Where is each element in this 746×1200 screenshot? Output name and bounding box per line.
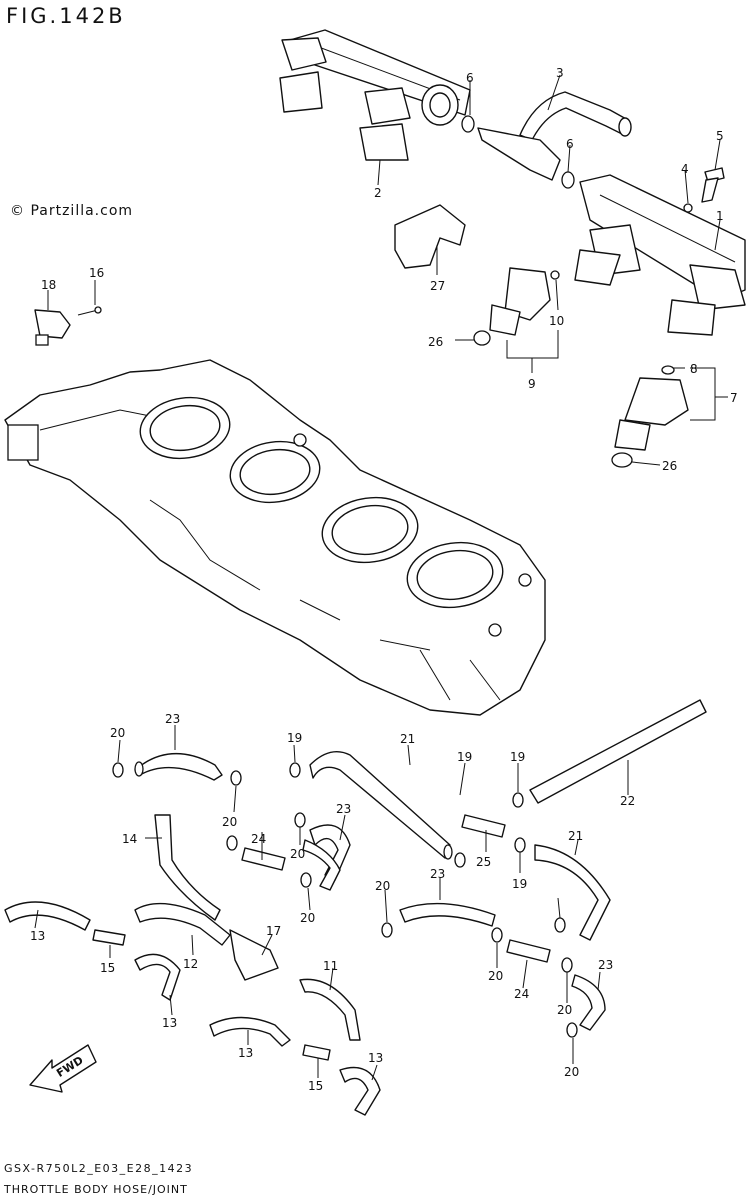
callout: 20 [557,1003,572,1017]
callout: 19 [457,750,472,764]
callout: 13 [368,1051,383,1065]
callout: 12 [183,957,198,971]
callout: 22 [620,794,635,808]
bolt-part [701,167,725,203]
callout: 14 [122,832,137,846]
callout: 6 [566,137,574,151]
callout: 6 [466,71,474,85]
callout-labels: 1 2 3 5 6 6 4 2 27 10 16 18 26 9 8 7 26 … [30,66,738,1093]
injector-9 [473,267,560,346]
callout: 20 [488,969,503,983]
figure-title: FIG.142B [6,4,126,28]
callout: 23 [336,802,351,816]
callout: 26 [428,335,443,349]
joint-pieces [461,115,575,189]
callout: 19 [510,750,525,764]
callout: 13 [30,929,45,943]
callout: 20 [564,1065,579,1079]
callout: 21 [568,829,583,843]
joints-clamps [92,762,578,1061]
callout: 20 [222,815,237,829]
fuel-rail-lower [574,174,746,336]
diagram-code: GSX-R750L2_E03_E28_1423 [4,1162,194,1175]
injector-7 [611,365,689,468]
callout: 21 [400,732,415,746]
throttle-body [4,359,546,716]
callout: 2 [374,186,382,200]
callout: 25 [476,855,491,869]
callout: 19 [512,877,527,891]
washer-part [683,203,693,213]
callout: 8 [690,362,698,376]
callout: 1 [716,209,724,223]
watermark: © Partzilla.com [10,203,134,219]
diagram-caption: THROTTLE BODY HOSE/JOINT [4,1183,188,1196]
callout: 16 [89,266,104,280]
sensor-part [34,306,102,346]
callout: 24 [251,832,266,846]
fuel-hose [519,91,632,141]
callout: 27 [430,279,445,293]
callout: 20 [375,879,390,893]
callout: 26 [662,459,677,473]
callout: 4 [681,162,689,176]
callout: 10 [549,314,564,328]
callout: 23 [165,712,180,726]
callout: 18 [41,278,56,292]
fuel-rail-upper [279,29,471,161]
callout: 13 [162,1016,177,1030]
callout: 24 [514,987,529,1001]
callout: 20 [110,726,125,740]
bracket-part [394,204,466,269]
fwd-arrow: FWD [29,1044,97,1093]
callout: 15 [308,1079,323,1093]
callout: 13 [238,1046,253,1060]
hoses [4,699,707,1116]
callout: 3 [556,66,564,80]
callout: 20 [290,847,305,861]
leader-lines [34,74,728,1081]
callout: 19 [287,731,302,745]
callout: 9 [528,377,536,391]
callout: 5 [716,129,724,143]
callout: 15 [100,961,115,975]
callout: 20 [300,911,315,925]
callout: 17 [266,924,281,938]
callout: 7 [730,391,738,405]
callout: 11 [323,959,338,973]
callout: 23 [598,958,613,972]
callout: 23 [430,867,445,881]
